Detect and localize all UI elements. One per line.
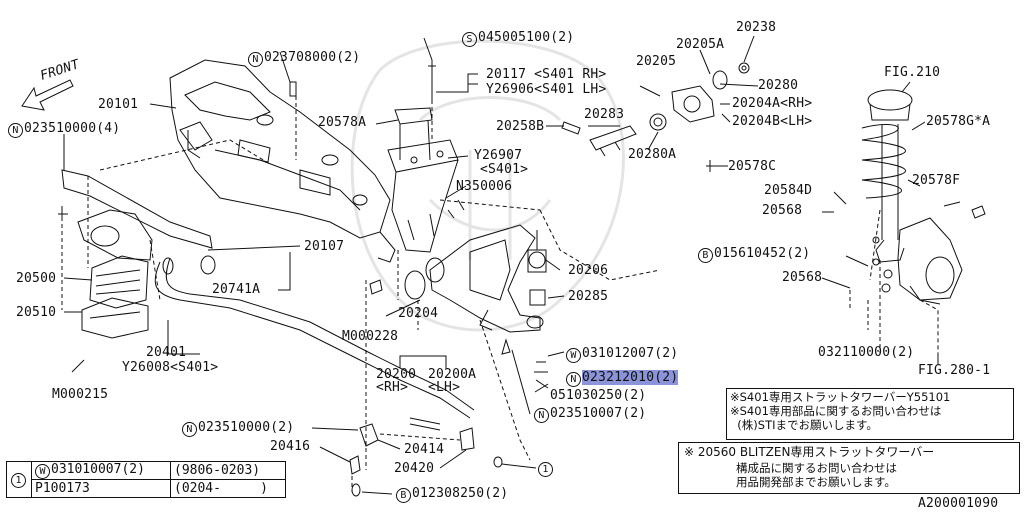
part-20258B: 20258B [496,119,545,134]
bracket-20578A [289,60,459,253]
ref-one-icon: 1 [11,473,26,488]
part-20420: 20420 [394,461,435,476]
stabilizer-bar-20401 [154,257,475,419]
b-prefix-icon: B [698,248,713,263]
part-051030250: 051030250(2) [550,388,647,403]
n-prefix-icon: N [566,372,581,387]
part-m000215: M000215 [52,387,109,402]
part-20204B: 20204B<LH> [732,114,813,129]
note-box-s401 [726,388,1014,440]
part-y26907: Y26907 [474,148,523,163]
strut-fig210 [861,89,986,266]
part-20280: 20280 [758,78,799,93]
part-20206: 20206 [568,263,609,278]
part-20510: 20510 [16,305,57,320]
note-blitzen-title: ※ 20560 BLITZEN専用ストラットタワーバー [684,445,935,459]
ref-one-icon: 1 [538,462,553,477]
part-lh: <LH> [428,380,461,395]
part-20500: 20500 [16,271,57,286]
studs [369,199,549,393]
part-20204A: 20204A<RH> [732,96,813,111]
part-fig280: FIG.280-1 [918,363,991,378]
part-20568-a: 20568 [762,203,803,218]
part-20205A: 20205A [676,37,725,52]
watermark-logo [350,39,625,332]
part-20741A: 20741A [212,282,261,297]
part-20117: 20117 <S401 RH> [486,67,607,82]
lower-arm-20200 [404,224,544,333]
note-line-1: ※S401専用ストラットタワーバーY55101 [730,390,951,404]
part-y26906: Y26906<S401 LH> [486,82,607,97]
part-20578F: 20578F [912,173,961,188]
part-20584D: 20584D [764,183,813,198]
part-20238: 20238 [736,20,777,35]
n-prefix-icon: N [534,408,549,423]
table-row: P100173 [31,479,171,498]
part-20578C: 20578C [728,159,777,174]
part-rh: <RH> [376,380,409,395]
part-m000228: M000228 [342,329,399,344]
link-20414 [349,417,503,497]
note-blitzen-line-2: 用品開発部までお願いします。 [736,475,896,489]
ball-joint-20206 [527,230,547,306]
part-20107: 20107 [304,239,345,254]
part-20401: 20401 [146,345,187,360]
table-cell-range: (9806-0203) [170,461,286,480]
part-20283: 20283 [584,107,625,122]
part-20414: 20414 [404,442,445,457]
note-line-2: ※S401専用部品に関するお問い合わせは [730,404,942,418]
part-fig210: FIG.210 [884,65,941,80]
w-prefix-icon: W [35,464,50,479]
part-20204: 20204 [398,306,439,321]
plate-20500 [89,255,149,309]
part-20568-b: 20568 [782,270,823,285]
part-20200A: 20200A [428,367,477,382]
part-s401: <S401> [480,162,529,177]
part-n350006: N350006 [456,179,513,194]
diagram-code: A200001090 [918,496,999,511]
part-20285: 20285 [568,289,609,304]
note-blitzen-line-1: 構成品に関するお問い合わせは [736,461,897,475]
s-prefix-icon: S [462,32,477,47]
part-20578A: 20578A [318,115,367,130]
part-20578G: 20578G*A [926,114,991,129]
part-20200: 20200 [376,367,417,382]
note-box-blitzen [678,442,1020,494]
leader-dashes [61,96,939,492]
w-prefix-icon: W [566,348,581,363]
n-prefix-icon: N [182,422,197,437]
leader-lines [63,35,939,495]
plate-20510 [81,297,149,339]
table-ref-cell: 1 [6,461,32,498]
part-20205: 20205 [636,54,677,69]
part-20101: 20101 [98,97,139,112]
part-20416: 20416 [270,439,311,454]
n-prefix-icon: N [248,52,263,67]
part-20280A: 20280A [628,147,677,162]
table-cell-range: (0204- ) [170,479,286,498]
ref-one: 1 [538,461,554,477]
part-y26008: Y26008<S401> [122,360,219,375]
note-line-3: (株)STIまでお願いします。 [730,418,878,432]
part-032110000: 032110000(2) [818,345,915,360]
crossmember-20101 [169,59,396,263]
n-prefix-icon: N [8,123,23,138]
b-prefix-icon: B [396,488,411,503]
tension-rod-20107 [58,169,216,275]
front-arrow-icon [21,79,74,111]
